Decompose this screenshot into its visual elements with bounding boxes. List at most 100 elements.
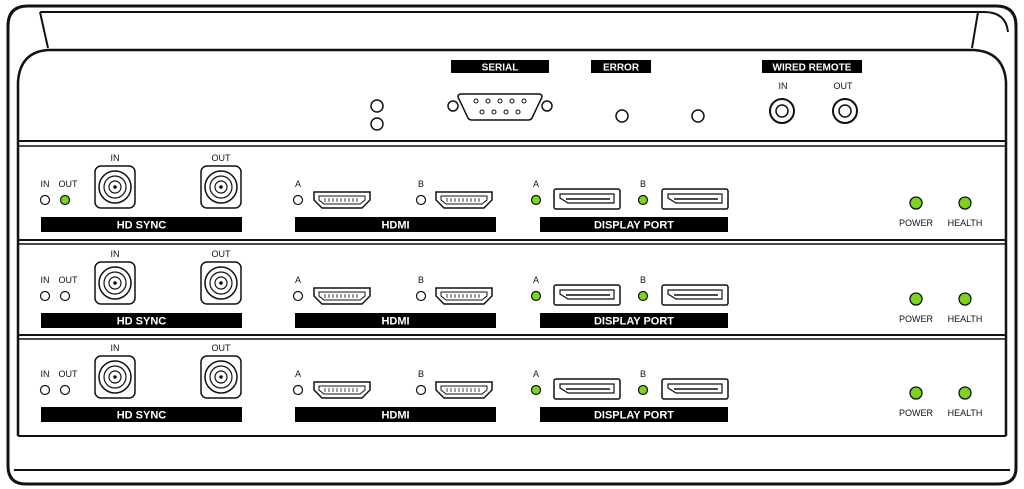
bnc-out-label: OUT	[212, 343, 232, 353]
sync-in-led	[39, 290, 51, 302]
dp-b-label: B	[640, 369, 646, 379]
sync-out-led	[59, 384, 71, 396]
display-port-title-bar: DISPLAY PORT	[540, 407, 728, 422]
bnc-out-connector[interactable]	[200, 261, 242, 305]
hdmi-a-led	[292, 384, 304, 396]
remote-in-jack[interactable]	[769, 98, 795, 124]
health-led	[958, 386, 972, 400]
hdmi-b-port[interactable]	[435, 381, 493, 399]
power-led	[909, 386, 923, 400]
dp-b-led	[637, 194, 649, 206]
serial-pins	[473, 98, 527, 115]
hdmi-a-label: A	[295, 275, 301, 285]
hdmi-a-port[interactable]	[313, 287, 371, 305]
bnc-out-connector[interactable]	[200, 165, 242, 209]
bnc-out-label: OUT	[212, 249, 232, 259]
error-label: ERROR	[603, 63, 640, 74]
hdmi-title: HDMI	[381, 410, 409, 422]
dp-b-port[interactable]	[661, 378, 729, 400]
dp-a-label: A	[533, 275, 539, 285]
power-label: POWER	[899, 408, 934, 418]
display-port-title-bar: DISPLAY PORT	[540, 313, 728, 328]
bnc-out-label: OUT	[212, 153, 232, 163]
dp-b-port[interactable]	[661, 188, 729, 210]
hdmi-b-led	[415, 194, 427, 206]
bnc-in-label: IN	[111, 343, 120, 353]
sync-led-out-label: OUT	[59, 275, 79, 285]
hdmi-a-label: A	[295, 179, 301, 189]
hdmi-title: HDMI	[381, 220, 409, 232]
wired-remote-label-bar: WIRED REMOTE	[762, 60, 862, 74]
dp-a-label: A	[533, 179, 539, 189]
dp-b-led	[637, 384, 649, 396]
bnc-in-connector[interactable]	[94, 165, 136, 209]
top-led-1	[370, 99, 384, 113]
bnc-in-label: IN	[111, 153, 120, 163]
hd-sync-title: HD SYNC	[117, 220, 167, 232]
hd-sync-title-bar: HD SYNC	[41, 313, 242, 328]
bnc-in-connector[interactable]	[94, 261, 136, 305]
serial-screw-left	[447, 100, 459, 112]
hdmi-title-bar: HDMI	[295, 313, 496, 328]
hdmi-a-port[interactable]	[313, 381, 371, 399]
sync-led-in-label: IN	[41, 275, 50, 285]
hdmi-a-led	[292, 194, 304, 206]
health-led	[958, 196, 972, 210]
dp-b-label: B	[640, 179, 646, 189]
dp-a-port[interactable]	[553, 378, 621, 400]
dp-b-led	[637, 290, 649, 302]
bnc-out-connector[interactable]	[200, 355, 242, 399]
dp-a-led	[530, 290, 542, 302]
serial-label: SERIAL	[482, 63, 519, 74]
hdmi-title: HDMI	[381, 316, 409, 328]
dp-a-label: A	[533, 369, 539, 379]
sync-in-led	[39, 384, 51, 396]
hdmi-a-port[interactable]	[313, 191, 371, 209]
sync-led-in-label: IN	[41, 369, 50, 379]
power-led	[909, 196, 923, 210]
error-led-2	[691, 109, 705, 123]
power-led	[909, 292, 923, 306]
health-label: HEALTH	[948, 314, 983, 324]
hdmi-b-label: B	[418, 275, 424, 285]
hdmi-title-bar: HDMI	[295, 407, 496, 422]
hdmi-b-port[interactable]	[435, 191, 493, 209]
hd-sync-title-bar: HD SYNC	[41, 407, 242, 422]
remote-in-label: IN	[779, 81, 788, 91]
dp-a-port[interactable]	[553, 284, 621, 306]
dp-b-port[interactable]	[661, 284, 729, 306]
bnc-in-connector[interactable]	[94, 355, 136, 399]
serial-port[interactable]	[447, 93, 553, 121]
health-label: HEALTH	[948, 218, 983, 228]
health-label: HEALTH	[948, 408, 983, 418]
hdmi-b-port[interactable]	[435, 287, 493, 305]
display-port-title-bar: DISPLAY PORT	[540, 217, 728, 232]
power-label: POWER	[899, 218, 934, 228]
top-panel: SERIAL ERROR WIRED REMOTE IN OUT	[370, 60, 862, 131]
remote-out-jack[interactable]	[832, 98, 858, 124]
sync-out-led	[59, 194, 71, 206]
serial-screw-right	[541, 100, 553, 112]
dp-a-port[interactable]	[553, 188, 621, 210]
hd-sync-title: HD SYNC	[117, 316, 167, 328]
hd-sync-title: HD SYNC	[117, 410, 167, 422]
health-led	[958, 292, 972, 306]
hdmi-b-label: B	[418, 369, 424, 379]
serial-label-bar: SERIAL	[451, 60, 549, 74]
remote-out-label: OUT	[834, 81, 854, 91]
display-port-title: DISPLAY PORT	[594, 410, 674, 422]
hdmi-b-led	[415, 290, 427, 302]
hdmi-b-led	[415, 384, 427, 396]
display-port-title: DISPLAY PORT	[594, 220, 674, 232]
power-label: POWER	[899, 314, 934, 324]
hdmi-a-led	[292, 290, 304, 302]
top-led-2	[370, 117, 384, 131]
sync-led-out-label: OUT	[59, 179, 79, 189]
display-port-title: DISPLAY PORT	[594, 316, 674, 328]
bnc-in-label: IN	[111, 249, 120, 259]
wired-remote-label: WIRED REMOTE	[773, 63, 852, 74]
